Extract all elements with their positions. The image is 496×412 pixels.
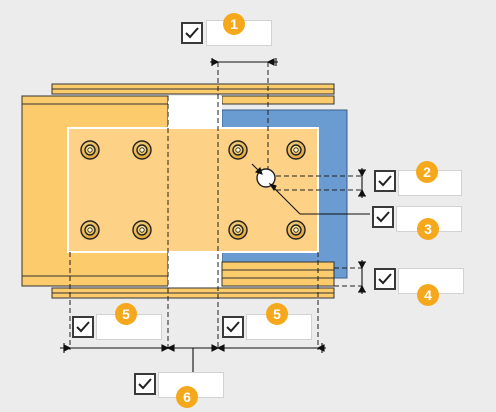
- dimension-6-badge: 6: [176, 386, 198, 408]
- checkmark-icon: [376, 211, 390, 223]
- dimension-5-right-checkbox[interactable]: [222, 316, 244, 338]
- bolt-group: [80, 140, 306, 240]
- bottom-flange: [51, 287, 335, 299]
- dimension-4-checkbox[interactable]: [374, 268, 396, 290]
- dimension-6-checkbox[interactable]: [134, 373, 156, 395]
- bolt-icon: [132, 140, 152, 160]
- beam-gap-lower: [168, 252, 222, 288]
- dimension-lines: [60, 58, 370, 372]
- checkmark-icon: [226, 321, 240, 333]
- bolt-icon: [80, 220, 100, 240]
- checkmark-icon: [76, 321, 90, 333]
- beam-gap: [168, 96, 222, 128]
- bolt-icon: [132, 220, 152, 240]
- checkmark-icon: [185, 27, 199, 39]
- bolt-icon: [80, 140, 100, 160]
- dimension-2-checkbox[interactable]: [374, 170, 396, 192]
- bolt-icon: [228, 220, 248, 240]
- bolt-icon: [286, 220, 306, 240]
- dimension-4-badge: 4: [417, 284, 439, 306]
- dimension-3-checkbox[interactable]: [372, 206, 394, 228]
- dimension-5-right-badge: 5: [266, 303, 288, 325]
- dimension-2-badge: 2: [416, 161, 438, 183]
- checkmark-icon: [378, 175, 392, 187]
- dimension-3-badge: 3: [417, 218, 439, 240]
- lower-right-flange: [221, 261, 335, 287]
- bolt-icon: [228, 140, 248, 160]
- centerlines: [69, 62, 362, 350]
- checkmark-icon: [378, 273, 392, 285]
- dimension-5-left-checkbox[interactable]: [72, 316, 94, 338]
- dimension-5-left-badge: 5: [115, 303, 137, 325]
- bolt-icon: [286, 140, 306, 160]
- checkmark-icon: [138, 378, 152, 390]
- dimension-1-checkbox[interactable]: [181, 22, 203, 44]
- dimension-1-badge: 1: [223, 13, 245, 35]
- top-flange: [51, 83, 335, 105]
